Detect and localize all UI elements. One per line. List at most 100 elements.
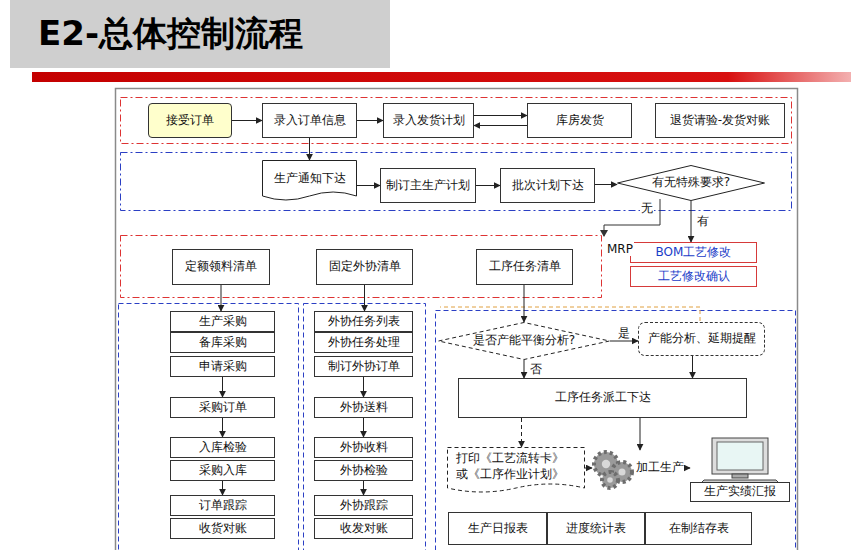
process-box: 外协送料 [314, 397, 413, 418]
node-text: 外协任务列表 [328, 314, 400, 330]
connector [585, 468, 592, 469]
connector [474, 115, 527, 116]
connector [309, 138, 310, 160]
edge-label: 否 [529, 362, 543, 376]
document-box: 打印《工艺流转卡》 或《工序作业计划》 [447, 447, 585, 495]
node-text: 录入发货计划 [393, 113, 465, 129]
screen [717, 442, 763, 470]
node-text: 加工生产 [636, 460, 688, 476]
process-box: 外协检验 [314, 460, 413, 481]
connector [222, 418, 223, 437]
list-band [121, 236, 602, 298]
process-box: 订单跟踪 [170, 495, 275, 516]
connector [595, 184, 617, 185]
process-box: 申请采购 [170, 356, 275, 377]
node-text: 生产日报表 [468, 521, 528, 537]
monitor-stand [732, 474, 748, 478]
decision-diamond: 有无特殊要求? [617, 165, 765, 201]
node-text: 工序任务清单 [489, 259, 561, 275]
node-text: 申请采购 [199, 359, 247, 375]
process-box: 工序任务派工下达 [458, 378, 747, 418]
connector [474, 125, 527, 126]
node-text: 库房发货 [556, 113, 604, 129]
gear-hub [619, 469, 626, 476]
edge-label: 有 [696, 214, 710, 228]
process-box: 定额领料清单 [172, 249, 270, 285]
connector [363, 481, 364, 495]
purchase-band [119, 304, 299, 550]
node-text: 是否产能平衡分析? [473, 333, 575, 349]
process-box: 录入订单信息 [262, 103, 357, 138]
node-text: 生产通知下达 [274, 171, 346, 187]
node-text: 收发对账 [340, 521, 388, 537]
process-box: 收货对账 [170, 518, 275, 539]
node-text: 外协收料 [340, 440, 388, 456]
node-text: 进度统计表 [566, 521, 626, 537]
node-text: 外协任务处理 [328, 335, 400, 351]
computer-report: 生产实绩汇报 [690, 436, 790, 502]
node-text: 工艺修改确认 [658, 269, 730, 285]
connector [692, 356, 693, 378]
node-text: 在制结存表 [669, 521, 729, 537]
node-text: 外协检验 [340, 463, 388, 479]
process-box: 外协收料 [314, 437, 413, 458]
node-text: 产能分析、延期提醒 [648, 331, 756, 347]
annotation-label: MRP [606, 242, 634, 256]
process-box: 入库检验 [170, 437, 275, 458]
document-shape [263, 161, 357, 201]
connector [524, 360, 525, 378]
node-text: 外协送料 [340, 400, 388, 416]
arrow-head [600, 230, 608, 237]
page-title: E2-总体控制流程 [10, 0, 390, 68]
process-box: 产能分析、延期提醒 [638, 322, 765, 356]
process-box: 接受订单 [148, 103, 232, 138]
process-box: 生产采购 [170, 311, 275, 332]
document-shape [448, 448, 585, 493]
node-text: 录入订单信息 [274, 113, 346, 129]
connector [363, 377, 364, 397]
none-branch-line [604, 199, 660, 236]
process-box: 工艺修改确认 [630, 266, 757, 287]
process-box: 外协任务列表 [314, 311, 413, 332]
decision-diamond: 是否产能平衡分析? [438, 322, 610, 360]
process-box: 制订外协订单 [314, 356, 413, 377]
process-box: 在制结存表 [645, 512, 752, 545]
connector [640, 418, 641, 450]
process-box: BOM工艺修改 [630, 242, 757, 263]
connector [691, 201, 692, 242]
node-text: 制订主生产计划 [386, 178, 470, 194]
node-text: 订单跟踪 [199, 498, 247, 514]
connector [524, 285, 525, 322]
node-text: 采购入库 [199, 463, 247, 479]
connector [222, 481, 223, 495]
node-text: 采购订单 [199, 400, 247, 416]
connector [232, 120, 262, 121]
order-band [121, 98, 792, 144]
node-text: 打印《工艺流转卡》 或《工序作业计划》 [456, 451, 576, 482]
node-text: 工序任务派工下达 [555, 390, 651, 406]
gear-hub [602, 460, 610, 468]
node-text: 备库采购 [199, 335, 247, 351]
process-box: 固定外协清单 [316, 249, 413, 285]
process-box: 录入发货计划 [383, 103, 474, 138]
process-box: 进度统计表 [547, 512, 645, 545]
node-text: 收货对账 [199, 521, 247, 537]
title-underline [32, 72, 851, 82]
process-box: 库房发货 [527, 103, 632, 138]
connector [221, 285, 222, 311]
diamond-shape [439, 323, 610, 360]
connector [610, 341, 638, 342]
connector [688, 468, 690, 469]
workshop-band [436, 311, 796, 550]
node-text: 固定外协清单 [329, 259, 401, 275]
process-box: 采购入库 [170, 460, 275, 481]
node-text: 退货请验-发货对账 [670, 113, 770, 129]
diamond-shape [618, 166, 765, 201]
document-box: 生产通知下达 [262, 160, 357, 203]
node-text: 外协跟踪 [340, 498, 388, 514]
connector [521, 418, 522, 447]
process-box: 收发对账 [314, 518, 413, 539]
process-box: 采购订单 [170, 397, 275, 418]
connector [364, 285, 365, 311]
